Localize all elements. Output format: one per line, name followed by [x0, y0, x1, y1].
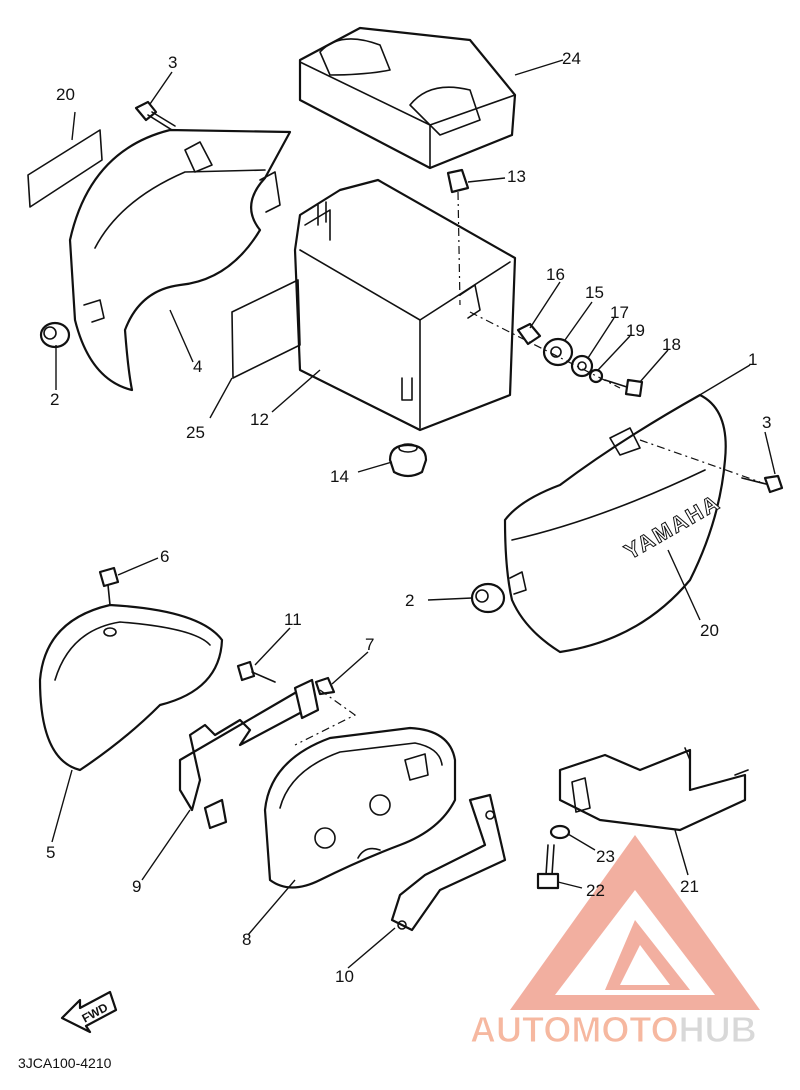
callout-17: 17 — [610, 303, 629, 322]
bolt-part-22 — [536, 844, 560, 890]
grommet-part-2-right — [470, 582, 506, 614]
stay-part-10 — [390, 793, 507, 932]
callout-18: 18 — [662, 335, 681, 354]
callout-10: 10 — [335, 967, 354, 986]
washer-part-19 — [588, 368, 604, 384]
callout-23: 23 — [596, 847, 615, 866]
collar-part-16 — [516, 322, 542, 346]
watermark-logo — [510, 835, 760, 1010]
callout-3-left: 3 — [168, 53, 177, 72]
callout-2-left: 2 — [50, 390, 59, 409]
callout-20-left: 20 — [56, 85, 75, 104]
tool-case-part-8 — [263, 726, 457, 889]
bolt-part-3-left — [134, 100, 176, 131]
screw-part-11 — [236, 660, 276, 683]
callout-25: 25 — [186, 423, 205, 442]
tool-cover-part-5 — [38, 603, 224, 772]
callout-7: 7 — [365, 635, 374, 654]
callout-3-right: 3 — [762, 413, 771, 432]
callout-6: 6 — [160, 547, 169, 566]
drawing-code: 3JCA100-4210 — [18, 1055, 112, 1071]
callout-14: 14 — [330, 467, 349, 486]
grommet-part-14 — [388, 443, 428, 478]
watermark-text: AUTOMOTOHUB — [470, 1009, 758, 1051]
assembly-line-battery — [469, 311, 621, 389]
callout-21: 21 — [680, 877, 699, 896]
assembly-line-right-cover — [639, 439, 761, 483]
leader-lines — [51, 59, 776, 969]
grommet-part-2-left — [39, 321, 71, 349]
callout-9: 9 — [132, 877, 141, 896]
callout-16: 16 — [546, 265, 565, 284]
watermark-text-part1: AUTOMOTO — [470, 1009, 679, 1050]
svg-text:AUTOMOTOHUB: AUTOMOTOHUB — [470, 1009, 757, 1050]
battery-box-part-12 — [293, 178, 517, 432]
tray-part-21 — [558, 747, 749, 832]
watermark-text-part2: HUB — [679, 1009, 757, 1050]
callout-2-right: 2 — [405, 591, 414, 610]
callout-5: 5 — [46, 843, 55, 862]
damper-part-15 — [542, 337, 574, 367]
battery-pad-part-24 — [298, 26, 517, 170]
callout-22: 22 — [586, 881, 605, 900]
decal-part-25 — [231, 279, 301, 379]
callout-24: 24 — [562, 49, 581, 68]
clip-part-7 — [314, 676, 336, 696]
side-cover-part-4 — [68, 128, 292, 392]
bolt-part-3-right — [741, 474, 784, 494]
bracket-part-9 — [178, 678, 320, 830]
callout-4: 4 — [193, 357, 202, 376]
callout-labels: 1 2 2 3 3 4 5 6 7 8 9 10 11 12 13 14 15 … — [46, 49, 771, 986]
side-cover-part-1: YAMAHA — [503, 393, 727, 654]
washer-part-17 — [570, 354, 594, 378]
callout-15: 15 — [585, 283, 604, 302]
fwd-arrow: FWD — [60, 990, 118, 1034]
assembly-line-tool-case — [294, 689, 357, 746]
callout-1: 1 — [748, 350, 757, 369]
screw-part-6 — [98, 566, 120, 606]
decal-part-20-left — [27, 129, 103, 208]
callout-20-right: 20 — [700, 621, 719, 640]
bolt-part-18 — [604, 378, 644, 398]
assembly-line-clip — [457, 191, 461, 306]
callout-11: 11 — [284, 610, 302, 629]
callout-12: 12 — [250, 410, 269, 429]
callout-13: 13 — [507, 167, 526, 186]
clip-part-13 — [446, 168, 470, 194]
washer-part-23 — [549, 824, 571, 840]
callout-8: 8 — [242, 930, 251, 949]
callout-19: 19 — [626, 321, 645, 340]
